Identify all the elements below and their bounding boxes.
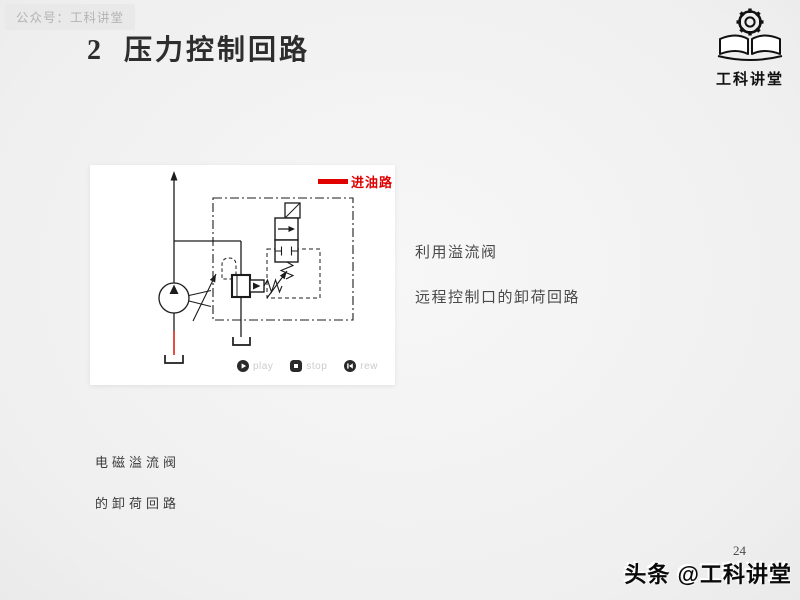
rew-label: rew [360, 360, 378, 372]
right-annotation-line1: 利用溢流阀 [415, 245, 498, 261]
play-icon [237, 360, 249, 372]
rew-button[interactable]: rew [344, 360, 378, 372]
stop-label: stop [306, 360, 328, 372]
animation-panel: 进油路 play stop [90, 165, 395, 385]
page-number: 24 [733, 543, 746, 558]
logo-text: 工科讲堂 [715, 72, 784, 88]
stop-icon [290, 360, 303, 372]
play-label: play [253, 360, 274, 372]
player-controls: play stop rew [237, 360, 378, 372]
left-annotation-line1: 电磁溢流阀 [95, 455, 181, 470]
hydraulic-schematic [158, 171, 354, 364]
legend: 进油路 [317, 172, 393, 191]
page-title: 2 压力控制回路 [87, 35, 311, 66]
brand-logo: 工科讲堂 [703, 3, 797, 89]
gear-book-logo-icon [717, 8, 783, 61]
stop-button[interactable]: stop [290, 360, 327, 372]
rewind-icon [344, 360, 357, 372]
account-badge: 公众号：工科讲堂 [5, 4, 136, 30]
legend-label: 进油路 [350, 175, 393, 190]
right-annotation: 利用溢流阀 远程控制口的卸荷回路 [415, 241, 580, 331]
legend-color-bar [317, 179, 348, 184]
play-button[interactable]: play [237, 360, 273, 372]
watermark: 头条 @工科讲堂 [624, 562, 792, 587]
left-annotation: 电磁溢流阀 的卸荷回路 [95, 452, 180, 534]
left-annotation-line2: 的卸荷回路 [95, 496, 181, 511]
right-annotation-line2: 远程控制口的卸荷回路 [415, 290, 581, 306]
